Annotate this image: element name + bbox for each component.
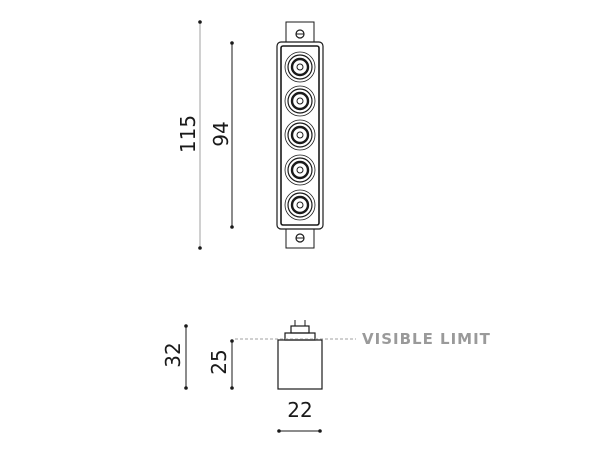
dimension-32-label: 32 [161,342,185,367]
dimension-22-label: 22 [287,398,312,422]
front-view-fixture [276,21,324,249]
top-screw-icon [295,29,305,39]
visible-limit: VISIBLE LIMIT [235,330,491,348]
spotlight-4 [284,154,316,186]
dimension-94-label: 94 [209,121,233,146]
spotlight-2 [284,85,316,117]
dimension-22: 22 [277,398,322,433]
bottom-screw-icon [295,233,305,243]
side-view-fixture [277,320,323,390]
dimension-94: 94 [209,41,234,229]
spotlight-1 [284,51,316,83]
spotlight-5 [284,189,316,221]
dimension-25-label: 25 [207,349,231,374]
dimension-25: 25 [207,339,234,390]
dimension-32: 32 [161,324,188,390]
dimension-115-label: 115 [176,115,200,153]
visible-limit-label: VISIBLE LIMIT [362,330,491,348]
spotlight-3 [284,119,316,151]
dimension-115: 115 [176,20,202,250]
